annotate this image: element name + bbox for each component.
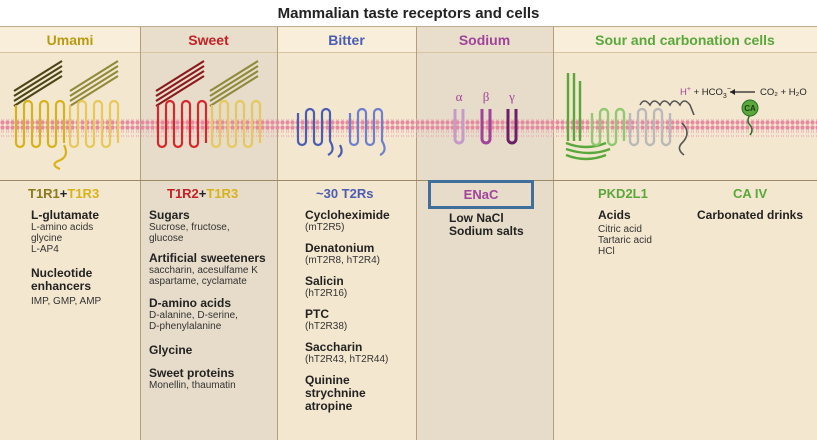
- carbonation-ligands: Carbonated drinks: [697, 208, 804, 222]
- sour-header: Sour and carbonation cells: [553, 28, 817, 53]
- enac-channel: [453, 109, 518, 145]
- sour-channel: [565, 73, 695, 161]
- bitter-receptor: [296, 107, 386, 158]
- reaction-arrowhead: [730, 89, 735, 95]
- column-divider: [277, 27, 278, 440]
- column-divider: [416, 27, 417, 440]
- cell-membrane: [0, 119, 817, 137]
- sweet-receptor-name: T1R2+T1R3: [167, 186, 239, 201]
- carbonation-receptor-name: CA IV: [733, 186, 768, 201]
- umami-receptor: [13, 60, 120, 171]
- gamma-subunit-label: γ: [508, 89, 515, 104]
- sour-receptor-name: PKD2L1: [598, 186, 648, 201]
- reaction-left: H+ + HCO3−: [680, 86, 731, 100]
- sour-column-bg: [553, 27, 817, 440]
- sodium-ligands: Low NaCl Sodium salts: [449, 211, 524, 238]
- ca-enzyme-label: CA: [744, 104, 756, 113]
- umami-ligands: L-glutamate L-amino acids glycine L-AP4 …: [31, 208, 102, 308]
- reaction-right: CO₂ + H₂O: [760, 87, 807, 98]
- umami-header: Umami: [0, 28, 140, 53]
- bitter-column-bg: [277, 27, 416, 440]
- alpha-subunit-label: α: [456, 89, 463, 104]
- sour-ligands: Acids Citric acid Tartaric acid HCl: [598, 208, 652, 258]
- section-divider: [0, 180, 817, 181]
- column-divider: [140, 27, 141, 440]
- bitter-ligands: Cycloheximide (mT2R5) Denatonium (mT2R8,…: [305, 208, 390, 413]
- sweet-receptor: [155, 60, 262, 149]
- bitter-receptor-name: ~30 T2Rs: [316, 186, 374, 201]
- ca-anchor: [747, 114, 753, 136]
- umami-receptor-name: T1R1+T1R3: [28, 186, 100, 201]
- ca-enzyme-icon: [741, 99, 759, 117]
- enac-label: ENaC: [428, 180, 534, 209]
- figure-title: Mammalian taste receptors and cells: [0, 0, 817, 27]
- receptor-illustration: α β γ H+ + HCO3− CO₂ + H₂O CA: [0, 60, 817, 171]
- beta-subunit-label: β: [483, 89, 490, 104]
- sweet-ligands: Sugars Sucrose, fructose, glucose Artifi…: [149, 208, 266, 392]
- sodium-header: Sodium: [416, 28, 553, 53]
- column-divider: [553, 27, 554, 440]
- sodium-column-bg: [416, 27, 553, 440]
- sweet-header: Sweet: [140, 28, 277, 53]
- bitter-header: Bitter: [277, 28, 416, 53]
